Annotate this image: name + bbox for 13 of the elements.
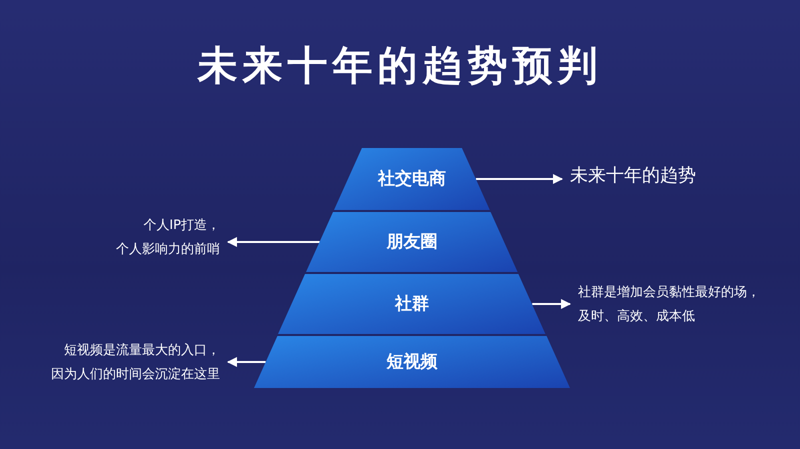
layer-label: 短视频 [385, 352, 438, 372]
layer-label: 社群 [394, 294, 430, 314]
annotation-text: 社群是增加会员黏性最好的场，及时、高效、成本低 [578, 281, 788, 329]
layer-label: 社交电商 [376, 169, 447, 189]
annotation-text: 短视频是流量最大的入口，因为人们的时间会沉淀在这里 [10, 339, 220, 387]
annotation-text: 未来十年的趋势 [570, 163, 770, 189]
arrow [227, 237, 320, 247]
title: 未来十年的趋势预判 [198, 43, 602, 89]
arrow [227, 357, 266, 367]
arrow [476, 174, 563, 184]
layer-label: 朋友圈 [385, 232, 438, 252]
arrow [532, 299, 571, 309]
annotation-text: 个人IP打造，个人影响力的前哨 [60, 214, 220, 262]
